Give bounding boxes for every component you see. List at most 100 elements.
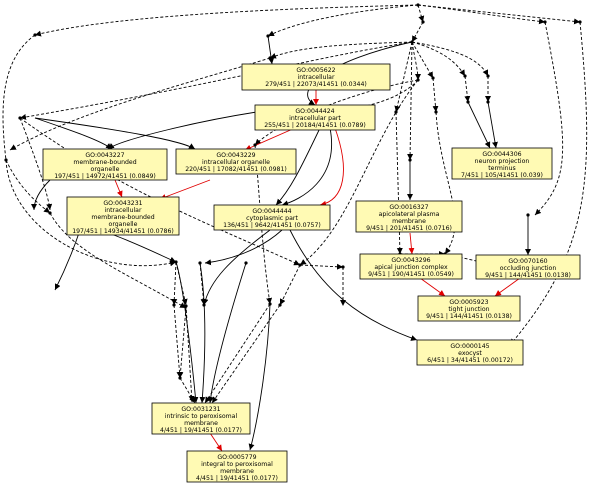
node-line: membrane [184,420,218,427]
edge [5,159,51,214]
edge-highlighted [244,127,296,151]
edge [464,75,471,103]
node-line: 279/451 | 22073/41451 (0.0344) [265,81,367,88]
edge [49,212,187,309]
go-node-occluding-junction[interactable]: GO:0070160 occluding junction 9/451 | 14… [475,254,581,280]
edge [411,41,434,79]
junction-dot [486,100,490,104]
edge [467,101,491,149]
edge [411,21,424,43]
edge-highlighted [408,232,415,255]
junction-dot [48,211,52,215]
node-line: GO:0005622 [296,67,335,74]
node-line: organelle [109,221,138,228]
edge [411,41,489,77]
go-node-intracellular[interactable]: GO:0005622 intracellular 279/451 | 22073… [241,63,391,91]
junction-dot [431,76,435,80]
go-node-cytoplasmic-part[interactable]: GO:0044444 cytoplasmic part 136/451 | 96… [213,204,331,231]
junction-dot [421,20,425,24]
junction-dot [278,303,282,307]
junction-dot [408,158,412,162]
junction-dot [174,260,178,264]
edge-highlighted [159,179,211,200]
edge [411,41,466,77]
junction-dot [4,158,8,162]
junction-dot [434,110,438,114]
edge [407,41,414,161]
node-line: terminus [488,165,515,172]
edge-highlighted [494,277,521,297]
edge [204,303,271,404]
junction-dot [172,303,176,307]
edge [202,229,271,306]
node-line: intracellular organelle [202,159,270,166]
edge [2,34,36,161]
edge-highlighted [419,277,446,297]
node-line: 9/451 | 144/41451 (0.0138) [426,313,512,320]
node-line: intracellular [104,207,141,214]
junction-dot [526,213,530,217]
junction-dot [184,304,188,308]
node-line: 220/451 | 17082/41451 (0.0981) [185,166,287,173]
edge [9,57,271,151]
edge [34,4,419,37]
node-line: 4/451 | 19/41451 (0.0177) [196,475,278,482]
go-node-apical-junction-complex[interactable]: GO:0043296 apical junction complex 9/451… [359,253,463,280]
node-line: GO:0044306 [482,151,521,158]
edge [267,35,275,65]
node-line: cytoplasmic part [246,215,298,222]
junction-dot [268,56,272,60]
node-line: integral to peroxisomal [201,461,273,468]
junction-dot [202,303,206,307]
go-node-intrinsic-to-peroxisomal-membrane[interactable]: GO:0031231 intrinsic to peroxisomal memb… [151,402,251,435]
node-line: 197/451 | 14934/41451 (0.0786) [72,228,174,235]
junction-dot [578,20,582,24]
node-line: 7/451 | 105/41451 (0.039) [461,172,543,179]
go-node-intracellular-organelle[interactable]: GO:0043229 intracellular organelle 220/4… [175,148,297,175]
edge [34,117,196,150]
node-line: 9/451 | 201/41451 (0.0716) [366,225,452,232]
node-line: 197/451 | 14972/41451 (0.0849) [54,173,156,180]
edge [177,307,187,379]
node-line: 136/451 | 9642/41451 (0.0757) [223,222,321,229]
edge [171,261,178,306]
edge [211,304,281,404]
node-line: 6/451 | 34/41451 (0.00172) [427,357,513,364]
go-node-neuron-projection-terminus[interactable]: GO:0044306 neuron projection terminus 7/… [451,147,553,180]
edge [175,261,199,404]
go-node-membrane-bounded-organelle[interactable]: GO:0043227 membrane-bounded organelle 19… [42,148,168,181]
edge [411,41,421,81]
junction-dot [18,116,22,120]
junction-dot [253,143,257,147]
node-line: GO:0070160 [508,258,547,265]
junction-dot [394,110,398,114]
edge [417,4,425,23]
edge [34,117,113,150]
node-line: GO:0044424 [295,108,334,115]
node-line: membrane-bounded [91,214,154,221]
go-node-intracellular-part[interactable]: GO:0044424 intracellular part 255/451 | … [254,104,376,131]
edge [435,111,456,255]
node-line: intracellular part [289,115,341,122]
go-node-tight-junction[interactable]: GO:0005923 tight junction 9/451 | 144/41… [417,295,521,322]
go-node-exocyst[interactable]: GO:0000145 exocyst 6/451 | 34/41451 (0.0… [416,339,524,366]
node-layer: GO:0005622 intracellular 279/451 | 22073… [42,63,581,483]
edge [31,179,51,211]
node-line: membrane-bounded [73,159,136,166]
edge [19,117,301,266]
go-node-apicolateral-plasma-membrane[interactable]: GO:0016327 apicolateral plasma membrane … [355,200,463,233]
junction-dot [410,40,414,44]
junction-dots [4,3,582,380]
go-node-integral-to-peroxisomal-membrane[interactable]: GO:0005779 integral to peroxisomal membr… [186,450,288,483]
node-line: GO:0043231 [103,200,142,207]
go-node-intracellular-membrane-bounded-organelle[interactable]: GO:0043231 intracellular membrane-bounde… [66,196,180,236]
node-line: membrane [220,468,254,475]
junction-dot [543,20,547,24]
node-line: 255/451 | 20184/41451 (0.0789) [264,122,366,129]
edge [248,303,271,451]
edge [395,111,403,255]
node-line: apical junction complex [374,264,448,271]
node-line: occluding junction [500,265,557,272]
edge [509,21,588,346]
edge [299,263,344,270]
